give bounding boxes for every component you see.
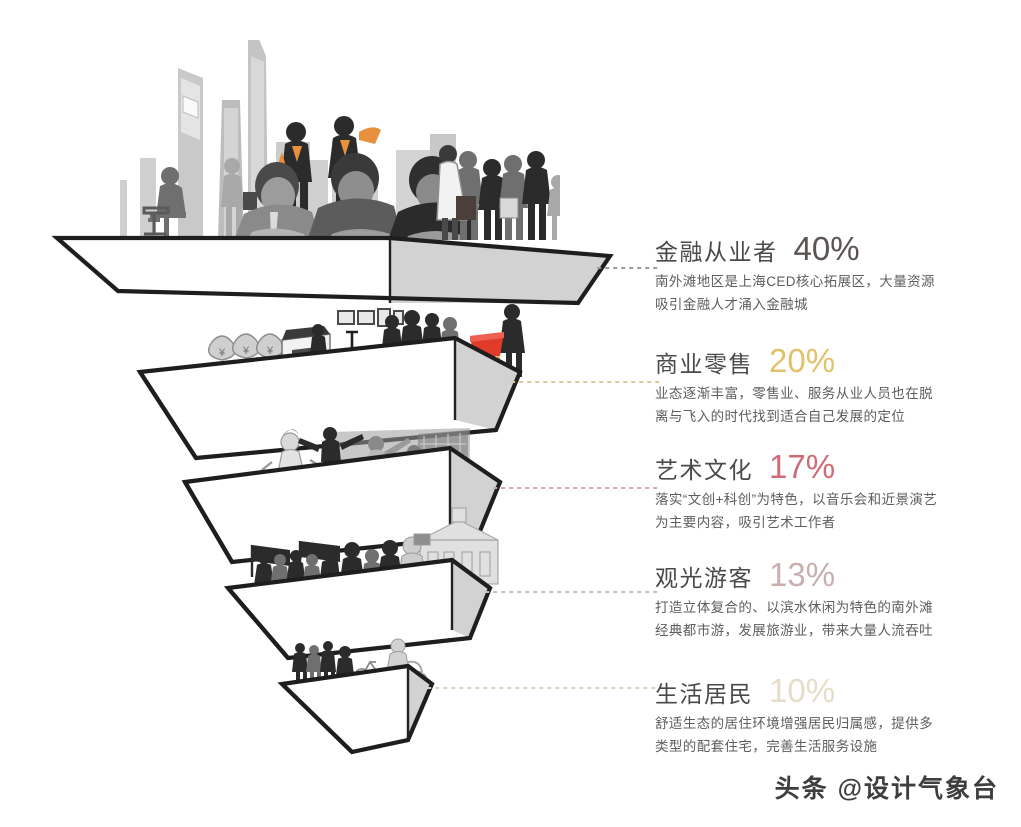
legend-description-finance: 南外滩地区是上海CED核心拓展区，大量资源吸引金融人才涌入金融城 bbox=[655, 274, 935, 313]
legend-percent-finance: 40% bbox=[793, 230, 860, 267]
legend-percent-retail: 20% bbox=[769, 342, 836, 379]
funnel-layer-art bbox=[181, 445, 503, 565]
legend-heading-tourism: 观光游客 13% bbox=[655, 558, 955, 593]
funnel-layer-residents bbox=[277, 663, 435, 755]
legend-item-art[interactable]: 艺术文化 17% 落实“文创+科创”为特色，以音乐会和近景演艺为主要内容，吸引艺… bbox=[655, 450, 955, 534]
legend-percent-art: 17% bbox=[769, 448, 836, 485]
legend-item-retail[interactable]: 商业零售 20% 业态逐渐丰富，零售业、服务从业人员也在脱离与飞入的时代找到适合… bbox=[655, 344, 955, 428]
legend-title-retail: 商业零售 bbox=[655, 351, 753, 377]
legend-heading-art: 艺术文化 17% bbox=[655, 450, 955, 485]
scene-skyline bbox=[120, 40, 560, 240]
svg-text:¥: ¥ bbox=[242, 345, 250, 357]
svg-text:¥: ¥ bbox=[218, 347, 226, 359]
funnel-layer-tourism bbox=[223, 557, 493, 661]
legend-item-finance[interactable]: 金融从业者 40% 南外滩地区是上海CED核心拓展区，大量资源吸引金融人才涌入金… bbox=[655, 232, 955, 316]
connector-lines bbox=[427, 267, 663, 689]
legend-heading-retail: 商业零售 20% bbox=[655, 344, 955, 379]
legend-heading-finance: 金融从业者 40% bbox=[655, 232, 955, 267]
legend-item-residents[interactable]: 生活居民 10% 舒适生态的居住环境增强居民归属感，提供多类型的配套住宅，完善生… bbox=[655, 674, 955, 758]
legend-description-tourism: 打造立体复合的、以滨水休闲为特色的南外滩经典都市游，发展旅游业，带来大量人流吞吐 bbox=[655, 600, 933, 639]
legend-heading-residents: 生活居民 10% bbox=[655, 674, 955, 709]
watermark: 头条 @设计气象台 bbox=[774, 775, 999, 803]
legend-title-art: 艺术文化 bbox=[655, 457, 753, 483]
legend-description-art: 落实“文创+科创”为特色，以音乐会和近景演艺为主要内容，吸引艺术工作者 bbox=[655, 492, 938, 531]
svg-text:¥: ¥ bbox=[266, 345, 274, 357]
funnel-layer-retail bbox=[136, 335, 523, 461]
legend-percent-tourism: 13% bbox=[769, 556, 836, 593]
legend-title-tourism: 观光游客 bbox=[655, 565, 753, 591]
legend-description-residents: 舒适生态的居住环境增强居民归属感，提供多类型的配套住宅，完善生活服务设施 bbox=[655, 716, 933, 755]
funnel-layer-finance bbox=[51, 235, 614, 306]
legend-item-tourism[interactable]: 观光游客 13% 打造立体复合的、以滨水休闲为特色的南外滩经典都市游，发展旅游业… bbox=[655, 558, 955, 642]
legend-title-residents: 生活居民 bbox=[655, 681, 753, 707]
legend-title-finance: 金融从业者 bbox=[655, 239, 778, 265]
funnel-diagram: ¥ ¥ ¥ bbox=[51, 40, 663, 755]
legend-percent-residents: 10% bbox=[769, 672, 836, 709]
legend-description-retail: 业态逐渐丰富，零售业、服务从业人员也在脱离与飞入的时代找到适合自己发展的定位 bbox=[655, 386, 933, 425]
